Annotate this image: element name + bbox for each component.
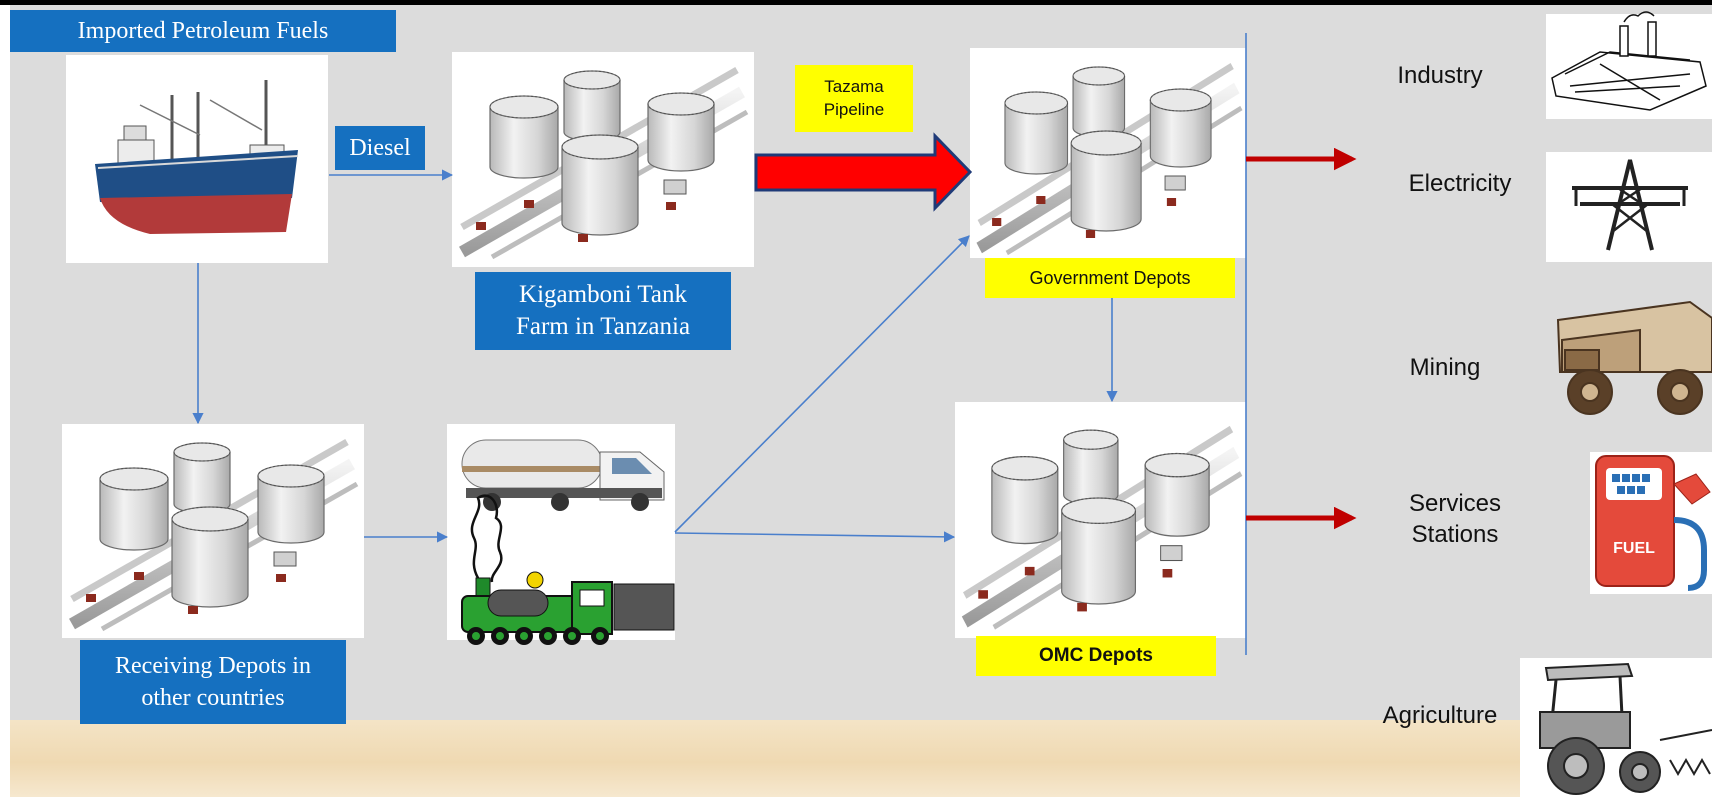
mining-truck-icon	[1556, 300, 1712, 415]
tazama-pipeline-label: Tazama Pipeline	[795, 65, 913, 132]
factory-icon	[1551, 11, 1707, 111]
pipeline-arrow	[754, 132, 973, 212]
title-label: Imported Petroleum Fuels	[10, 10, 396, 52]
sector-label-industry: Industry	[1397, 62, 1483, 89]
diesel-label: Diesel	[335, 126, 425, 170]
government-depots-label: Government Depots	[985, 258, 1235, 298]
receiving-depots-label: Receiving Depots in other countries	[80, 640, 346, 724]
tractor-icon	[1539, 662, 1712, 795]
transmission-tower-icon	[1572, 159, 1688, 251]
svg-text:FUEL: FUEL	[1613, 540, 1655, 557]
tanker-truck-icon	[461, 439, 665, 511]
fuel-pump-icon: FUEL	[1595, 455, 1711, 591]
sector-label-electricity: Electricity	[1408, 170, 1512, 197]
tank-farm-icon	[965, 429, 1241, 627]
tank-farm-icon	[979, 66, 1241, 253]
tank-farm-icon	[462, 70, 747, 257]
tank-farm-icon	[72, 442, 357, 629]
sector-label-mining: Mining	[1409, 354, 1481, 381]
omc-depots-label: OMC Depots	[976, 636, 1216, 676]
flow-arrows	[192, 33, 1247, 655]
sector-label-services-stations: Services Stations	[1408, 490, 1502, 549]
tanker-ship-icon	[95, 80, 299, 234]
steam-train-icon	[461, 494, 675, 645]
sand-strip	[10, 720, 1712, 797]
top-border	[0, 0, 1712, 5]
kigamboni-label: Kigamboni Tank Farm in Tanzania	[475, 272, 731, 350]
sector-label-agriculture: Agriculture	[1382, 702, 1498, 729]
